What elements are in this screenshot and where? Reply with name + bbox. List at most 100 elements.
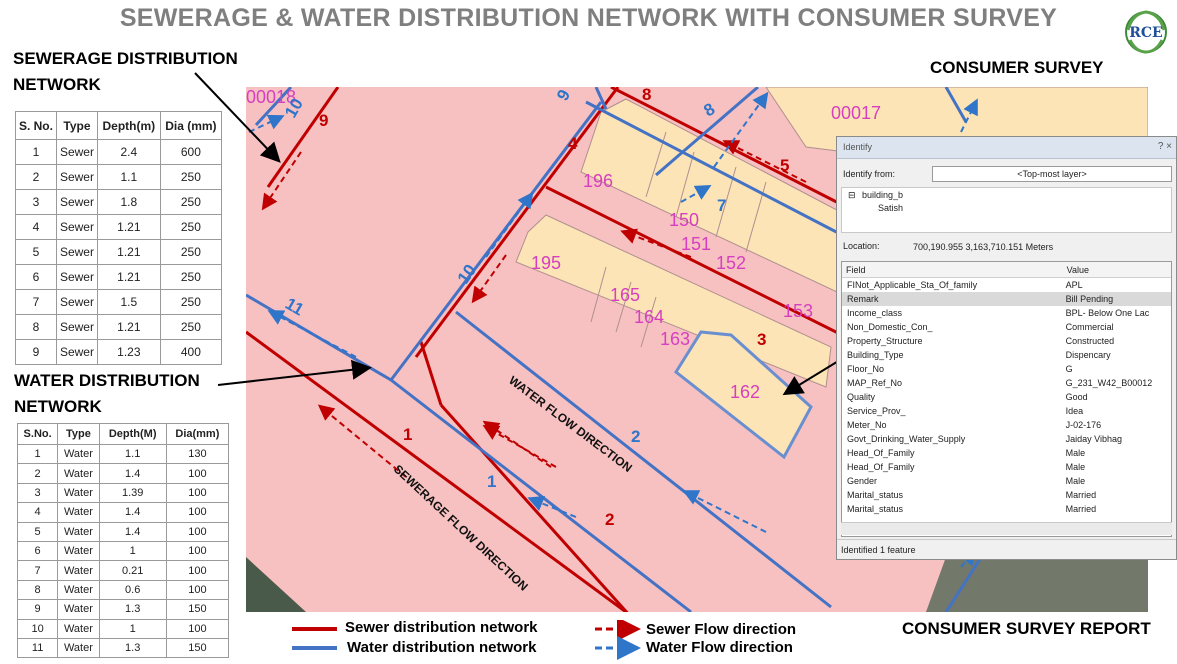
legend-sewer-network: Sewer distribution network: [345, 619, 538, 636]
building-label: 196: [583, 171, 613, 191]
satellite-imagery: [246, 557, 306, 612]
table-cell: Sewer: [55, 164, 98, 190]
table-cell: Water: [57, 521, 100, 542]
table-cell: Water: [57, 560, 100, 581]
water-table-header: S.No. Type Depth(M) Dia(mm): [16, 423, 230, 445]
table-cell: 10: [16, 618, 59, 639]
rce-logo-icon: RCE: [1125, 10, 1167, 54]
column-header: Dia (mm): [159, 111, 223, 140]
identify-window[interactable]: Identify ? × Identify from: <Top-most la…: [836, 136, 1177, 560]
table-cell: 2.4: [96, 139, 161, 165]
identify-from-label: Identify from:: [843, 169, 896, 179]
parcel-label-00017: 00017: [831, 103, 881, 123]
sewer-label: 3: [757, 330, 766, 349]
attribute-value: Constructed: [1065, 336, 1115, 346]
column-header: Type: [55, 111, 98, 140]
table-cell: 100: [165, 521, 230, 542]
table-cell: 0.6: [98, 579, 167, 601]
horizontal-scrollbar[interactable]: [841, 522, 1172, 535]
sewer-label: 5: [780, 156, 789, 175]
window-buttons-icon[interactable]: ? ×: [1157, 141, 1172, 152]
building-label: 151: [681, 234, 711, 254]
selected-building-162[interactable]: [674, 330, 813, 460]
identify-title: Identify: [837, 137, 1176, 159]
attribute-field: Income_class: [847, 308, 903, 318]
table-cell: 250: [159, 214, 223, 240]
legend-swatches: [292, 620, 641, 660]
legend-sewer-flow: Sewer Flow direction: [646, 621, 797, 638]
table-cell: 0.21: [98, 560, 167, 581]
water-line-10: [389, 101, 603, 381]
attribute-grid[interactable]: Field Value FINot_Applicable_Sta_Of_fami…: [841, 261, 1172, 537]
attribute-value: J-02-176: [1065, 420, 1102, 430]
sewer-line-3: [545, 185, 847, 339]
tree-expander-icon[interactable]: ⊟: [848, 190, 856, 200]
table-cell: 250: [159, 314, 223, 340]
sewer-connector: [419, 341, 443, 406]
table-cell: 6: [16, 540, 59, 562]
attribute-row[interactable]: Non_Domestic_Con_Commercial: [842, 320, 1171, 334]
table-cell: 250: [159, 289, 223, 315]
water-line-5: [944, 87, 968, 123]
identify-from-select[interactable]: <Top-most layer>: [932, 166, 1172, 182]
table-cell: 250: [159, 164, 223, 190]
table-cell: Water: [57, 443, 100, 465]
attribute-field: Meter_No: [847, 420, 887, 430]
logo-text: RCE: [1129, 25, 1162, 41]
sewer-label: 8: [642, 87, 651, 104]
consumer-survey-heading: CONSUMER SURVEY: [930, 58, 1104, 77]
building-label: 152: [716, 253, 746, 273]
attribute-field: Head_Of_Family: [847, 448, 915, 458]
table-cell: 5: [16, 521, 59, 542]
attribute-field: Head_Of_Family: [847, 462, 915, 472]
feature-tree[interactable]: ⊟ building_b Satish: [841, 187, 1172, 233]
attribute-value: Commercial: [1065, 322, 1114, 332]
column-header: S. No.: [15, 111, 57, 140]
sewer-network-heading: SEWERAGE DISTRIBUTION NETWORK: [13, 46, 238, 98]
attribute-value: Jaiday Vibhag: [1065, 434, 1123, 444]
table-cell: 150: [165, 637, 230, 659]
attribute-value: Bill Pending: [1065, 294, 1114, 304]
attribute-field: Marital_status: [847, 504, 904, 514]
tree-feature[interactable]: Satish: [878, 203, 904, 213]
location-value: 700,190.955 3,163,710.151 Meters: [913, 242, 1054, 252]
table-cell: 1.8: [96, 189, 161, 215]
tree-layer[interactable]: building_b: [862, 190, 904, 200]
legend-water-flow: Water Flow direction: [646, 639, 793, 656]
table-cell: Sewer: [55, 339, 98, 365]
attribute-value: Good: [1065, 392, 1088, 402]
table-cell: 1.3: [98, 599, 167, 620]
sewer-network-heading-line2: NETWORK: [13, 75, 101, 94]
table-cell: 1.3: [98, 637, 167, 659]
attribute-field: Service_Prov_: [847, 406, 906, 416]
table-cell: Water: [57, 599, 100, 620]
attribute-row[interactable]: Meter_No J-02-176: [842, 418, 1171, 432]
table-cell: 1.1: [96, 164, 161, 190]
sewer-table-header: S. No. Type Depth(m) Dia (mm): [15, 111, 223, 140]
table-cell: 7: [16, 560, 59, 581]
water-label: 7: [717, 196, 726, 215]
attribute-row[interactable]: Service_Prov_Idea: [842, 404, 1171, 418]
water-label: 2: [631, 427, 640, 446]
table-cell: 1.21: [96, 214, 161, 240]
